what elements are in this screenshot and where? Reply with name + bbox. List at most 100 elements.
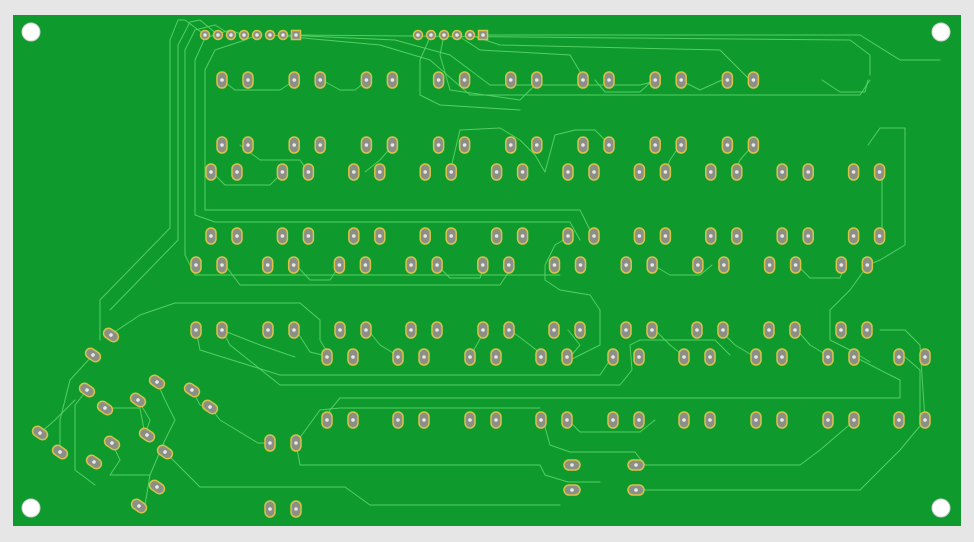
copper-trace <box>184 24 561 276</box>
pad-icon <box>386 136 399 154</box>
pad-icon <box>633 163 646 181</box>
pad-icon <box>31 425 49 441</box>
pad-icon <box>392 348 404 366</box>
header-j2 <box>412 29 489 41</box>
copper-trace <box>295 442 601 483</box>
pad-icon <box>405 321 417 339</box>
pad-icon <box>633 348 645 366</box>
pad-icon <box>802 227 814 245</box>
pad-icon <box>432 136 445 154</box>
pad-icon <box>607 411 619 429</box>
drill-hole <box>229 33 233 37</box>
pad-icon <box>620 256 632 274</box>
pad-icon <box>675 71 687 89</box>
pad-icon <box>405 256 417 274</box>
copper-trace <box>567 329 581 358</box>
pad-icon <box>84 347 102 363</box>
pad-icon <box>290 500 302 518</box>
pad-icon <box>96 400 114 416</box>
copper-trace <box>544 235 601 361</box>
pad-icon <box>490 348 502 366</box>
pad-icon <box>242 136 254 154</box>
pad-icon <box>620 321 632 339</box>
pad-icon <box>276 227 289 245</box>
pad-icon <box>776 227 788 245</box>
copper-trace <box>194 29 581 241</box>
copper-trace <box>195 329 611 376</box>
copper-trace <box>99 19 206 341</box>
pad-icon <box>262 321 274 339</box>
pad-icon <box>848 411 860 429</box>
pad-icon <box>490 411 502 429</box>
pad-icon <box>505 136 517 154</box>
drill-hole <box>216 33 220 37</box>
pad-icon <box>763 321 775 339</box>
pad-icon <box>750 348 762 366</box>
pad-icon <box>848 348 860 366</box>
copper-trace <box>74 389 96 486</box>
pad-icon <box>148 374 166 390</box>
pad-icon <box>562 163 574 181</box>
copper-trace <box>867 127 906 266</box>
pad-icon <box>418 411 430 429</box>
copper-trace <box>295 407 541 444</box>
pad-icon <box>659 163 672 181</box>
pad-icon <box>588 227 600 245</box>
pad-icon <box>861 321 873 339</box>
pad-icon <box>649 71 661 89</box>
pad-icon <box>531 136 543 154</box>
pad-icon <box>861 256 874 274</box>
pad-icon <box>156 444 174 460</box>
copper-trace <box>221 329 296 358</box>
copper-trace <box>879 329 926 421</box>
pad-icon <box>264 500 276 518</box>
pad-icon <box>386 71 399 89</box>
copper-trace <box>652 264 713 276</box>
copper-trace <box>419 34 521 111</box>
pad-icon <box>646 321 658 339</box>
drill-hole <box>468 33 472 37</box>
pad-icon <box>627 484 645 496</box>
pad-icon <box>563 484 581 496</box>
copper-trace <box>109 302 331 358</box>
pad-icon <box>490 163 503 181</box>
pad-icon <box>607 348 619 366</box>
pad-icon <box>216 256 228 274</box>
pad-icon <box>464 411 476 429</box>
pad-icon <box>516 163 529 181</box>
pad-icon <box>678 348 690 366</box>
copper-trace <box>109 442 151 476</box>
pad-icon <box>205 163 217 181</box>
pad-icon <box>242 71 254 89</box>
header-j1 <box>199 29 302 41</box>
pad-icon <box>678 411 690 429</box>
pad-icon <box>563 459 581 471</box>
pad-icon <box>129 392 147 408</box>
pad-icon <box>78 382 96 398</box>
copper-trace <box>164 451 561 506</box>
pad-icon <box>692 256 704 274</box>
pad-icon <box>802 163 814 181</box>
pad-icon <box>130 498 148 514</box>
pad-icon <box>776 411 788 429</box>
pad-icon <box>718 256 730 274</box>
pad-icon <box>588 163 600 181</box>
pad-icon <box>721 136 734 154</box>
pad-icon <box>646 256 658 274</box>
pad-icon <box>216 136 228 154</box>
pad-icon <box>477 256 489 274</box>
pad-icon <box>691 321 703 339</box>
pad-icon <box>85 454 103 470</box>
pad-icon <box>445 227 457 245</box>
pad-icon <box>893 348 905 366</box>
pad-icon <box>835 256 848 274</box>
copper-trace <box>282 34 661 86</box>
pad-icon <box>835 321 847 339</box>
pad-icon <box>216 321 228 339</box>
pad-icon <box>789 256 802 274</box>
pad-icon <box>747 71 760 89</box>
pad-icon <box>548 256 561 274</box>
copper-trace <box>904 356 921 421</box>
copper-trace <box>482 34 941 61</box>
pad-icon <box>231 163 243 181</box>
